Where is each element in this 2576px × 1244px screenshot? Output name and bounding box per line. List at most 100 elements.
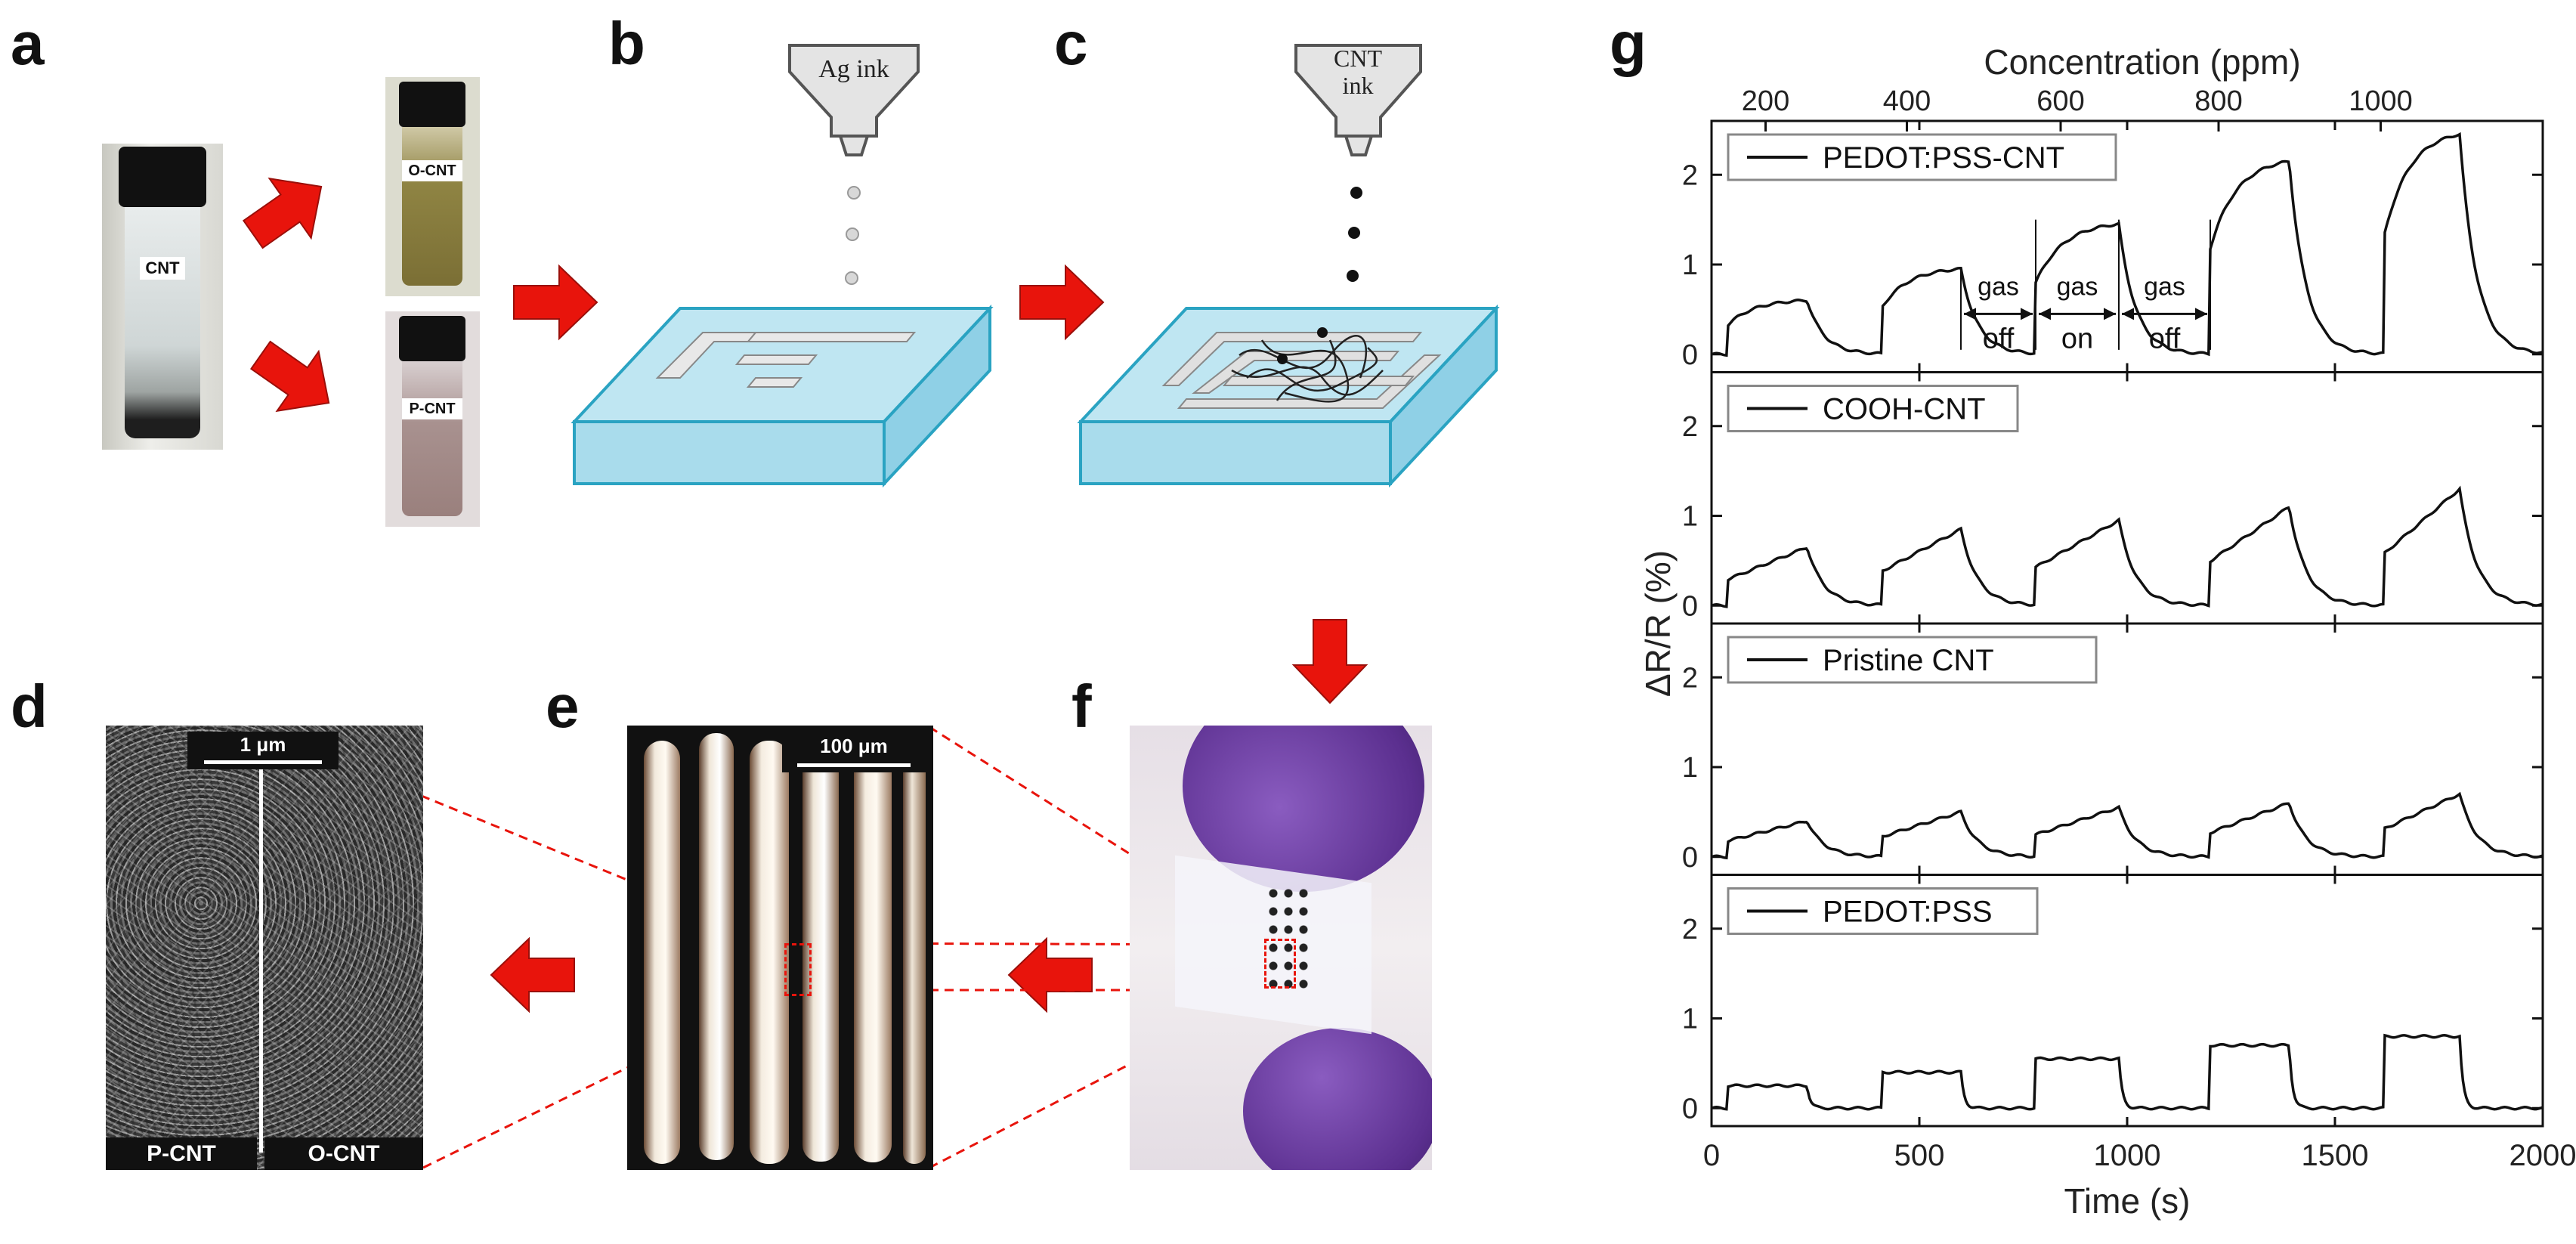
vial-glass [402,127,462,286]
cnt-ink-label: CNT [1334,45,1382,72]
sem-image: 1 μm P-CNT O-CNT [106,726,423,1170]
y-tick-label: 1 [1682,501,1698,533]
cnt-ink-droplets [1347,187,1362,282]
printed-line [854,739,892,1162]
zoom-box [784,943,812,996]
panel-label-c: c [1054,10,1088,77]
x-tick-label: 1000 [2094,1139,2161,1172]
vial-label: O-CNT [402,160,462,181]
sem-label-pcnt: P-CNT [106,1137,257,1170]
top-tick-label: 800 [2194,85,2242,117]
y-axis-label: ΔR/R (%) [1638,550,1678,697]
interdigitated-electrodes-c [1161,332,1442,409]
top-axis-label: Concentration (ppm) [1984,42,2300,82]
panel-label-b: b [608,10,645,77]
scale-bar-line [204,760,322,764]
vial-cap [399,82,465,127]
scale-bar-label: 1 μm [240,733,286,756]
series-line [1711,485,2544,608]
y-tick-label: 1 [1682,752,1698,784]
vial-photo-pcnt: P-CNT [385,311,480,527]
gas-annotation-bottom: off [2149,323,2181,354]
printed-line [699,733,734,1160]
y-tick-label: 2 [1682,914,1698,945]
y-tick-label: 2 [1682,159,1698,191]
silver-electrodes-b [655,332,917,388]
printed-line [903,733,926,1164]
vial-cap [399,316,465,361]
vial-label: P-CNT [402,398,462,419]
legend-label: Pristine CNT [1823,644,1994,677]
scale-bar-line [797,763,911,767]
panel-label-f: f [1072,673,1092,740]
gas-annotation-top: gas [2144,272,2185,301]
scale-bar-box: 100 μm [782,733,926,772]
sem-divider [259,760,263,1153]
series-line [1711,791,2544,860]
sem-label-ocnt: O-CNT [264,1137,423,1170]
y-tick-label: 0 [1682,1093,1698,1125]
y-tick-label: 2 [1682,662,1698,694]
arrowhead-right-icon [2104,308,2116,320]
top-tick-label: 1000 [2349,85,2413,117]
series-line [1711,1033,2544,1111]
cnt-ink-label: ink [1343,72,1374,99]
series-line [1711,132,2544,357]
vial-photo-cnt: CNT [102,144,223,450]
gas-annotation-bottom: on [2061,323,2093,354]
vial-label: CNT [140,257,185,280]
y-tick-label: 0 [1682,339,1698,371]
y-tick-label: 0 [1682,842,1698,874]
arrowhead-left-icon [2122,308,2134,320]
y-tick-label: 0 [1682,590,1698,622]
cnt-ink-nozzle-icon [1294,44,1422,156]
cnt-network [1231,335,1384,403]
zoom-box [1264,939,1296,989]
legend-label: PEDOT:PSS-CNT [1823,141,2064,175]
scale-bar-label: 100 μm [820,735,888,757]
x-axis-label: Time (s) [2064,1181,2191,1221]
top-tick-label: 400 [1883,85,1931,117]
printed-line [802,735,839,1162]
panel-label-g: g [1610,10,1647,77]
cnt-droplet-landed [1317,327,1328,338]
arrowhead-right-icon [2195,308,2207,320]
x-tick-label: 1500 [2302,1139,2369,1172]
panel-label-d: d [11,673,48,740]
y-tick-label: 1 [1682,249,1698,281]
arrowhead-left-icon [1964,308,1976,320]
legend-label: PEDOT:PSS [1823,896,1993,929]
panel-label-e: e [546,673,580,740]
cnt-droplet-landed [1277,354,1288,364]
ag-ink-label: Ag ink [818,55,889,83]
vial-cap [119,147,206,207]
x-tick-label: 0 [1703,1139,1720,1172]
x-tick-label: 500 [1894,1139,1945,1172]
top-tick-label: 200 [1742,85,1789,117]
ag-ink-nozzle-icon [788,44,920,156]
sem-overlay [106,726,423,1170]
printed-line [644,741,680,1164]
y-tick-label: 2 [1682,411,1698,443]
y-tick-label: 1 [1682,1004,1698,1035]
gas-annotation-bottom: off [1983,323,2015,354]
top-tick-label: 600 [2036,85,2084,117]
arrowhead-left-icon [2039,308,2051,320]
sensor-dots [1266,884,1311,998]
micrograph-lines: 100 μm [627,726,933,1170]
vial-glass [125,207,200,438]
gas-annotation-top: gas [2057,272,2098,301]
vial-photo-ocnt: O-CNT [385,77,480,296]
vial-glass [402,361,462,516]
scale-bar-box: 1 μm [187,732,339,769]
glove-finger-bottom [1243,1028,1432,1170]
glove-photo [1130,726,1432,1170]
printed-line [750,741,789,1164]
gas-annotation-top: gas [1978,272,2019,301]
x-tick-label: 2000 [2510,1139,2576,1172]
panel-label-a: a [11,10,45,77]
arrowhead-right-icon [2021,308,2033,320]
legend-label: COOH-CNT [1823,393,1986,426]
